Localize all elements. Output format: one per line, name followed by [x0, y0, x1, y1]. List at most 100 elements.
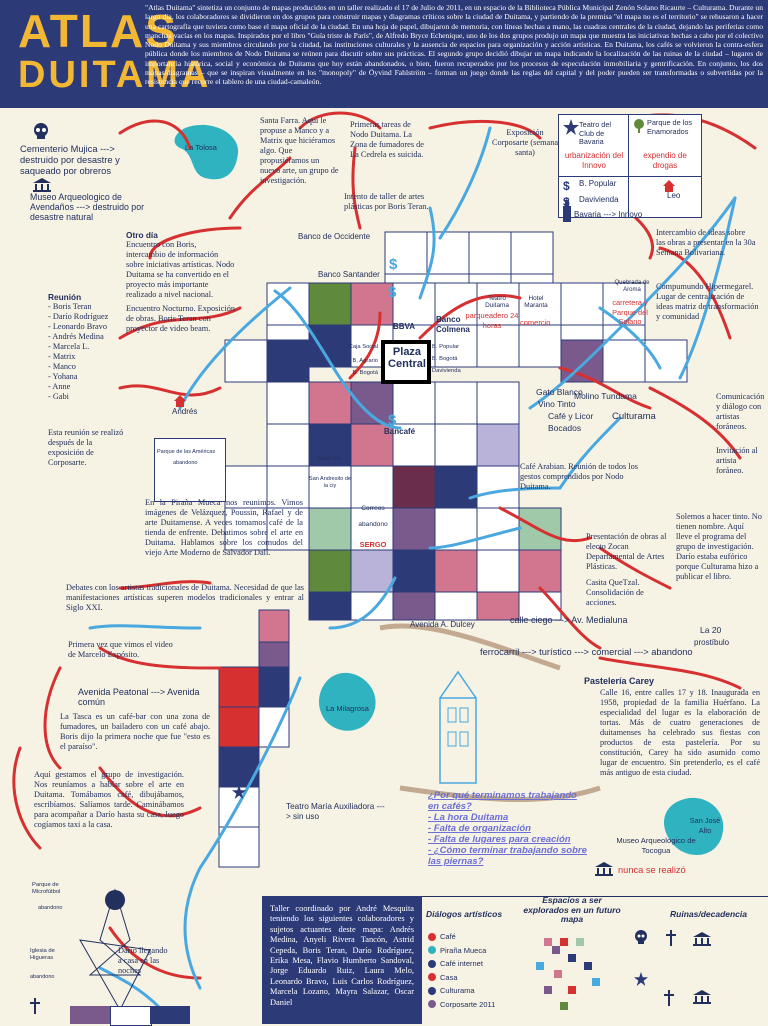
dario-note: Darío llegando a casa en las noches — [118, 946, 168, 975]
block — [150, 1006, 190, 1024]
block — [602, 339, 646, 383]
star-icon — [320, 438, 334, 457]
block — [218, 706, 260, 748]
teatro-duitama-label: Teatro Duitama — [485, 295, 509, 309]
reunion-person: - Matrix — [48, 352, 76, 361]
teatro-maria-label: Teatro María Auxiliadora ---> sin uso — [286, 802, 385, 821]
la-tolosa-lake — [174, 124, 239, 180]
carretera-label: carretera y Parque del Solano — [612, 298, 648, 326]
urbanizacion-label: urbanización del Innovo — [564, 151, 624, 170]
tasca-note: La Tasca es un café-bar con una zona de … — [60, 712, 210, 751]
bavaria-innovo-label: Bavaria ---> Innovo — [574, 210, 643, 219]
banco-santander-label: Banco Santander — [318, 270, 380, 279]
block — [476, 549, 520, 593]
cross-icon — [666, 930, 676, 951]
nunca-label: nunca se realizó — [618, 865, 686, 875]
andres-label: Andrés — [172, 407, 198, 416]
abandono-label: abandono — [173, 459, 198, 466]
block — [476, 591, 520, 621]
block — [392, 465, 436, 509]
ruinas-title: Ruinas/decadencia — [670, 909, 748, 919]
debates-note: Debates con los artistas tradicionales d… — [66, 583, 304, 612]
legend-item: Corposarte 2011 — [428, 1000, 518, 1010]
block — [518, 549, 562, 593]
presentacion-note: Presentación de obras al electo Zocan De… — [586, 532, 667, 571]
teatro-bavaria-cell[interactable]: Teatro del Club de Bavaria urbanización … — [558, 114, 630, 178]
block — [392, 282, 436, 326]
block — [266, 381, 310, 425]
hotel-maranta-label: Hotel Maranta — [524, 295, 548, 309]
legend-item: Café — [428, 932, 518, 942]
la-tolosa-label: La Tolosa — [185, 143, 217, 152]
block — [350, 282, 394, 326]
museo-label: Museo Arqueologico de Avendaños ---> des… — [30, 192, 145, 222]
tree-icon — [633, 119, 645, 138]
san-jose-lake — [664, 797, 724, 855]
legend-label: Culturama — [440, 986, 475, 995]
house-icon — [663, 179, 675, 197]
b-popular-label-2: B. Popular — [432, 344, 460, 350]
abandono-correos: abandono — [358, 521, 388, 528]
bocados-label: Bocados — [548, 423, 582, 433]
block — [350, 465, 394, 509]
block — [434, 465, 478, 509]
parque-americas-cell[interactable]: Parque de las Américas abandono — [154, 438, 226, 502]
dollar-icon: $ — [388, 412, 397, 429]
reunion-list: - Boris Teran- Darío Rodríguez- Leonardo… — [48, 302, 118, 402]
star-drawing-icon — [70, 880, 160, 1025]
leo-cell[interactable]: Leo — [628, 176, 702, 218]
legend-item: Culturama — [428, 986, 518, 996]
correos-label: Correos — [361, 505, 385, 512]
block — [518, 282, 562, 326]
sergo-label: SERGO — [359, 540, 387, 549]
avenida-dulcey-label: Avenida A. Dulcey — [410, 620, 475, 629]
la-milagrosa-lake — [318, 672, 376, 731]
museum-icon — [692, 932, 712, 951]
otro-dia-note: Otro día Encuentro con Boris, intercambi… — [126, 230, 236, 334]
reunion-person: - Andrés Medina — [48, 332, 104, 341]
reunion-person: - Leonardo Bravo — [48, 322, 107, 331]
block — [308, 465, 352, 509]
legend-marker-icon — [428, 1000, 436, 1009]
block — [518, 591, 562, 621]
star-icon — [232, 785, 246, 804]
b-agrario-label: B. Agrario — [352, 358, 378, 364]
museum-icon — [692, 990, 712, 1009]
legend-marker-icon — [428, 959, 436, 968]
parque-enamorados-label: Parque de los Enamorados — [647, 118, 693, 136]
cafe-arabian-note: Café Arabian. Reunión de todos los gesto… — [520, 462, 638, 491]
block — [350, 549, 394, 593]
legend-label: Corposarte 2011 — [440, 999, 496, 1009]
b-bogota-label: B. Bogotá — [352, 370, 378, 376]
iglesia-label: Iglesia de Higueras — [30, 948, 55, 961]
expo-corposarte-note: Exposición Corposarte (semana santa) — [491, 128, 559, 157]
dialogos-title: Diálogos artísticos — [426, 909, 503, 919]
primera-vez-note: Primera vez que vimos el video de Marcel… — [68, 640, 173, 659]
legend-label: Café internet — [440, 959, 483, 968]
legend-label: Café — [440, 932, 456, 941]
pasteleria-note: Calle 16, entre calles 17 y 18. Inaugura… — [600, 688, 760, 777]
block — [392, 507, 436, 551]
blue-routes — [88, 126, 737, 1010]
legend-label: Casa — [440, 972, 458, 982]
compumundo-note: Compumundo Hipermegarel. Lugar de centra… — [656, 282, 759, 321]
comunicacion-note: Comunicación y diálogo con artistas forá… — [716, 392, 765, 431]
block — [70, 1006, 110, 1024]
primeras-tareas-note: Primeras tareas de Nodo Duitama. La Zona… — [350, 120, 424, 159]
block — [434, 591, 478, 621]
reunion-person: - Gabi — [48, 392, 69, 401]
block — [476, 423, 520, 467]
plaza-central-label[interactable]: Plaza Central — [388, 346, 426, 370]
reunion-person: - Anne — [48, 382, 71, 391]
block — [434, 549, 478, 593]
avenida-peatonal-label: Avenida Peatonal ---> Avenida común — [78, 687, 200, 707]
davivienda-label: Davivienda — [579, 195, 619, 204]
parque-enamorados-cell[interactable]: Parque de los Enamorados expendio de dro… — [628, 114, 702, 178]
reunion-title: Reunión — [48, 292, 82, 302]
reunion-person: - Manco — [48, 362, 76, 371]
santa-farra-note: Santa Farra. Aquí le propuse a Manco y a… — [260, 116, 339, 185]
dollar-icon: $ — [389, 256, 398, 273]
city-grid — [218, 231, 688, 868]
reunion-person: - Darío Rodríguez — [48, 312, 109, 321]
block — [266, 339, 310, 383]
